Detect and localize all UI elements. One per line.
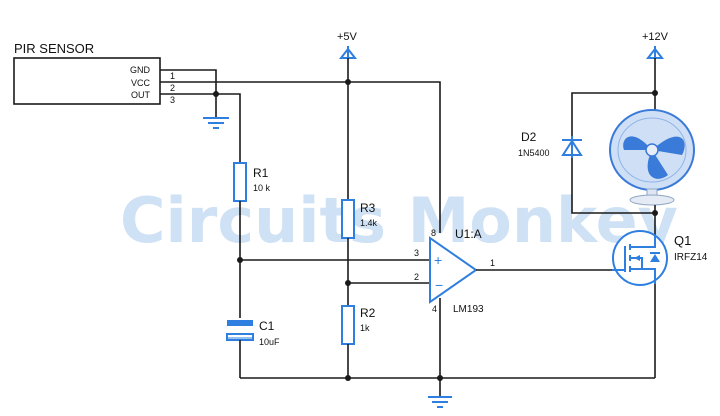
supply-12v-label: +12V [642,31,669,43]
resistor-r2: R2 1k [341,305,376,345]
pir-pin-gnd: GND [130,65,151,75]
pir-pin-out: OUT [131,90,151,100]
r1-value: 10 k [253,183,271,193]
d2-ref: D2 [521,130,537,144]
junction-dots [213,79,658,381]
plus-input-symbol: + [434,252,442,268]
resistor-r1: R1 10 k [233,162,271,202]
u1-pin-out: 1 [490,258,495,268]
c1-ref: C1 [259,319,275,333]
u1-ref: U1:A [455,227,482,241]
pir-pin-number-3: 3 [170,95,175,105]
r3-value: 1.4k [360,218,378,228]
pir-pin-number-1: 1 [170,71,175,81]
u1-part: LM193 [453,304,484,315]
r1-ref: R1 [253,166,269,180]
ground-symbol-pir [203,117,229,129]
c1-value: 10uF [259,337,280,347]
r2-value: 1k [360,323,370,333]
minus-input-symbol: − [435,277,443,293]
pir-pin-number-2: 2 [170,83,175,93]
q1-value: IRFZ14 [674,252,708,263]
d2-value: 1N5400 [518,148,550,158]
ground-symbol-main [428,396,452,408]
u1-pin-minus: 2 [414,272,419,282]
pir-sensor-body [13,57,161,105]
comparator-u1: + − U1:A LM193 3 2 1 8 4 [414,227,495,315]
u1-pin-plus: 3 [414,248,419,258]
pir-wires [160,69,441,233]
supply-5v-label: +5V [337,31,358,43]
supply-12v: +12V [642,31,669,110]
diode-d2: D2 1N5400 [518,130,583,158]
supply-5v: +5V [337,31,358,200]
pir-sensor: PIR SENSOR GND VCC OUT 1 2 3 [13,41,175,105]
fan-image [609,109,695,206]
capacitor-c1: C1 10uF [226,319,280,347]
u1-pin-vcc: 8 [431,228,436,238]
r2-ref: R2 [360,306,376,320]
pir-pin-vcc: VCC [131,78,151,88]
u1-pin-gnd: 4 [432,304,437,314]
pir-sensor-title: PIR SENSOR [14,41,94,56]
r3-ref: R3 [360,201,376,215]
watermark-text: Circuits Monkey [120,184,678,257]
q1-ref: Q1 [674,233,691,248]
mosfet-q1: Q1 IRFZ14 [612,230,708,286]
